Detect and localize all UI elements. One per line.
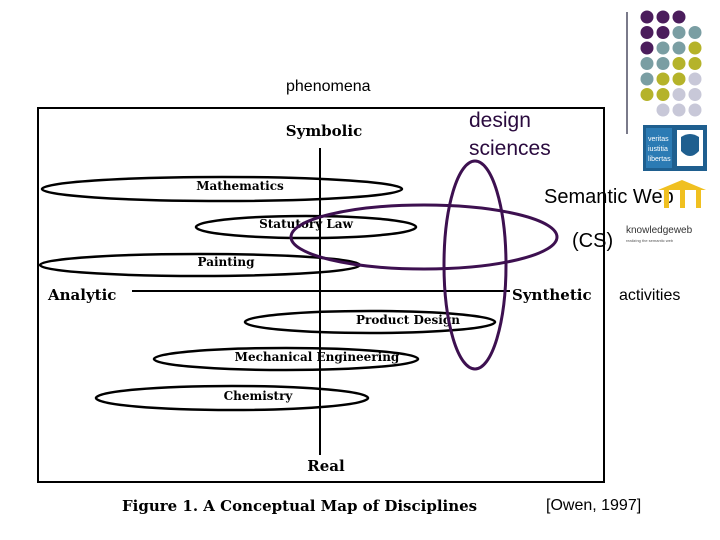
decorative-dot: [672, 57, 686, 70]
decorative-dot: [672, 41, 686, 55]
knowledgeweb-logo: knowledgeweb realizing the semantic web: [626, 180, 706, 243]
ellipse-mechanical-engineering: [152, 346, 420, 372]
cs-label: (CS): [572, 230, 614, 252]
decorative-dot: [688, 57, 702, 70]
decorative-dot: [672, 10, 686, 24]
reference-label: [Owen, 1997]: [546, 497, 642, 514]
ellipse-product-design: [243, 309, 497, 335]
decorative-dot: [688, 41, 702, 55]
decorative-dot: [640, 88, 654, 101]
figure-frame: [37, 107, 605, 483]
decorative-dot-grid: [640, 10, 702, 117]
decorative-dot: [640, 10, 654, 24]
divider-line: [626, 12, 628, 134]
discipline-mathematics: Mathematics: [196, 179, 284, 193]
ellipse-chemistry: [94, 384, 370, 412]
knowledgeweb-text: knowledgeweb: [626, 225, 693, 236]
decorative-dot: [688, 72, 702, 86]
synthetic-label: Synthetic: [512, 286, 592, 304]
ellipse-statutory-law: [194, 214, 418, 240]
decorative-dot: [640, 72, 654, 86]
discipline-mechanical-engineering: Mechanical Engineering: [235, 350, 400, 364]
decorative-dot: [672, 26, 686, 39]
university-logo: veritas iustitia libertas: [643, 125, 707, 171]
analytic-label: Analytic: [47, 286, 116, 304]
university-motto-2: iustitia: [648, 146, 668, 153]
real-label: Real: [307, 457, 345, 475]
decorative-dot: [656, 10, 670, 24]
discipline-statutory-law: Statutory Law: [259, 217, 353, 231]
decorative-dot: [672, 88, 686, 101]
decorative-dot: [672, 103, 686, 117]
discipline-chemistry: Chemistry: [224, 389, 294, 403]
decorative-dot: [656, 88, 670, 101]
design-sciences-oval: [442, 159, 508, 371]
decorative-dot: [688, 88, 702, 101]
decorative-dot: [656, 103, 670, 117]
decorative-dot: [640, 26, 654, 39]
knowledgeweb-subtext: realizing the semantic web: [626, 238, 674, 243]
activities-label: activities: [619, 287, 681, 304]
discipline-painting: Painting: [198, 255, 256, 269]
decorative-dot: [656, 57, 670, 70]
ellipse-mathematics: [40, 175, 404, 203]
decorative-dot: [688, 26, 702, 39]
decorative-dot: [656, 26, 670, 39]
decorative-dot: [672, 72, 686, 86]
design-sciences-line2: sciences: [469, 137, 551, 160]
discipline-product-design: Product Design: [356, 313, 460, 327]
university-motto-3: libertas: [648, 156, 671, 163]
decorative-dot: [688, 103, 702, 117]
decorative-dot: [656, 72, 670, 86]
design-sciences-line1: design: [469, 109, 531, 132]
decorative-dot: [640, 57, 654, 70]
semantic-web-label: Semantic Web: [544, 186, 674, 208]
figure-caption: Figure 1. A Conceptual Map of Discipline…: [122, 497, 477, 515]
phenomena-label: phenomena: [286, 78, 371, 95]
design-sciences-label: design sciences: [469, 107, 551, 163]
symbolic-label: Symbolic: [286, 122, 362, 140]
decorative-dot: [640, 41, 654, 55]
semantic-web-oval: [289, 203, 559, 271]
university-motto-1: veritas: [648, 136, 669, 143]
decorative-dot: [656, 41, 670, 55]
